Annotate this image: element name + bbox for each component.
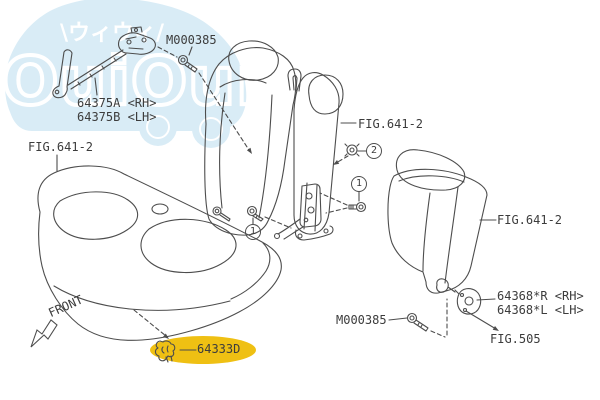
label-64375b-lh[interactable]: 64375B <LH>: [77, 110, 157, 124]
release-cable-assembly: [52, 26, 156, 99]
wheel-icon: [199, 117, 223, 141]
label-64368-l[interactable]: 64368*L <LH>: [497, 303, 584, 317]
arrowheads: [246, 147, 499, 331]
seat-back-center: [204, 40, 344, 241]
headrest: [308, 74, 344, 115]
callout-2: 2: [366, 143, 382, 159]
hinge-bracket-64368: [454, 288, 482, 315]
bolt-callout-1-left: [246, 205, 264, 222]
center-hinge-bracket: [273, 183, 322, 240]
screw-m000385-top: [177, 54, 198, 73]
label-m000385-bottom[interactable]: M000385: [336, 313, 387, 327]
pivot-pin: [436, 278, 456, 293]
latch-mechanism: [118, 32, 156, 55]
label-64333d[interactable]: 64333D: [197, 342, 241, 356]
bolt-callout-1-right: [348, 201, 367, 213]
label-64368-r[interactable]: 64368*R <RH>: [497, 289, 584, 303]
front-direction-arrow-icon: [30, 319, 58, 348]
nut-callout-2: [344, 143, 360, 157]
wheel-icon: [146, 115, 170, 139]
label-fig-641-2-center[interactable]: FIG.641-2: [358, 117, 424, 131]
latch-striker: [287, 68, 302, 92]
leader-lines: [56, 46, 497, 330]
label-fig-505[interactable]: FIG.505: [490, 332, 541, 346]
clip-icon: [154, 340, 176, 363]
callout-1-right: 1: [351, 176, 367, 192]
callout-1-left: 1: [245, 224, 261, 240]
label-fig-641-2-left[interactable]: FIG.641-2: [28, 140, 94, 154]
assembly-dashed-lines: [157, 46, 448, 338]
headrest: [228, 40, 279, 81]
label-m000385-top[interactable]: M000385: [166, 33, 217, 47]
screw-m000385-bottom: [406, 312, 429, 332]
watermark-kana-text: \ウィウィ/: [60, 21, 165, 46]
headrest: [395, 149, 466, 191]
label-64375a-rh[interactable]: 64375A <RH>: [77, 96, 157, 110]
highlighted-part-64333d[interactable]: [133, 309, 256, 364]
watermark-car-silhouette: [5, 0, 247, 148]
label-fig-641-2-right[interactable]: FIG.641-2: [497, 213, 563, 227]
seat-back-right: [387, 149, 488, 294]
seat-cushion: [37, 165, 282, 341]
